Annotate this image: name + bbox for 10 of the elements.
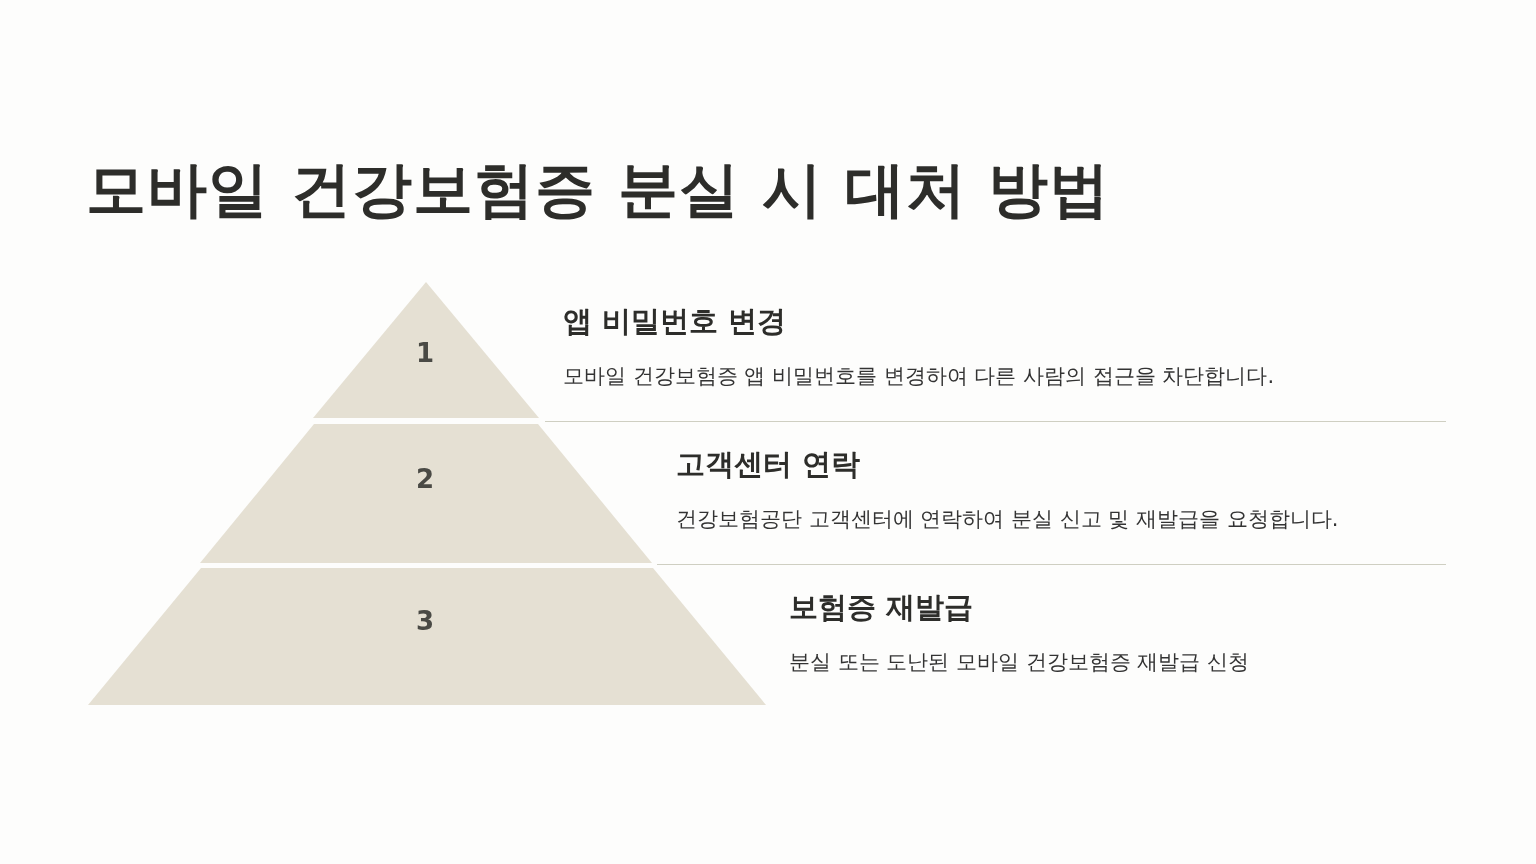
step-number: 2 [415,464,435,494]
step-number: 3 [415,606,435,636]
step-number: 1 [415,338,435,368]
step-description: 건강보험공단 고객센터에 연락하여 분실 신고 및 재발급을 요청합니다. [676,506,1339,533]
slide-title: 모바일 건강보험증 분실 시 대처 방법 [86,153,1111,226]
step-description: 모바일 건강보험증 앱 비밀번호를 변경하여 다른 사람의 접근을 차단합니다. [563,363,1275,390]
step-heading: 앱 비밀번호 변경 [563,303,787,340]
step-heading: 고객센터 연락 [676,446,861,483]
step-heading: 보험증 재발급 [789,589,974,626]
step-description: 분실 또는 도난된 모바일 건강보험증 재발급 신청 [789,649,1250,676]
